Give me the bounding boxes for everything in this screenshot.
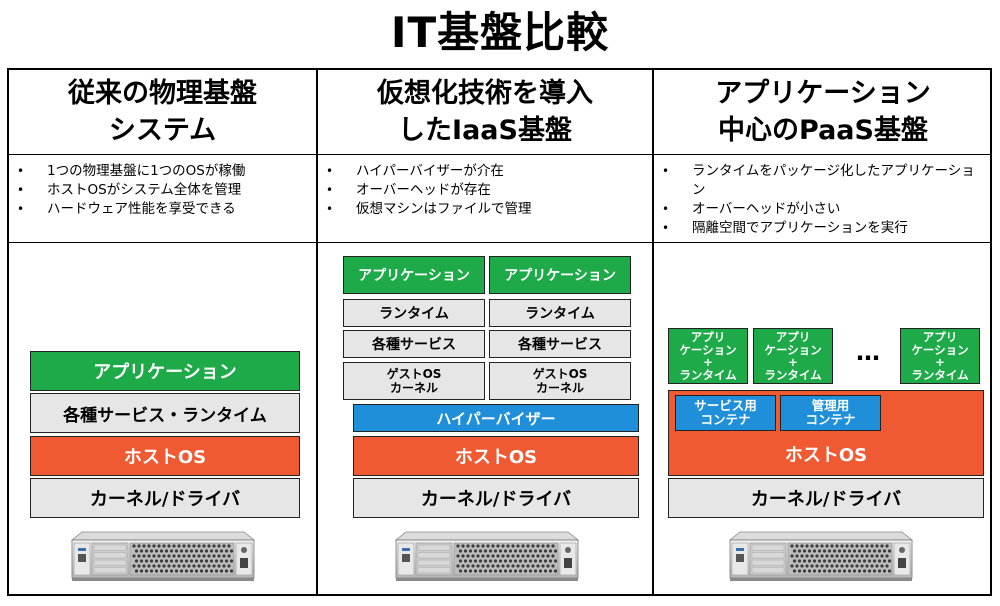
server-icon — [726, 526, 916, 590]
app-runtime-package: アプリ ケーション + ランタイム — [753, 328, 833, 384]
list-item: 隔離空間でアプリケーションを実行 — [654, 219, 992, 238]
column-heading: 仮想化技術を導入 したIaaS基盤 — [318, 70, 652, 154]
app-label: ケーション — [764, 342, 822, 357]
heading-line: システム — [108, 115, 217, 146]
heading-line: 仮想化技術を導入 — [377, 78, 593, 109]
container-label: サービス用 — [694, 398, 757, 413]
column-paas: アプリケーション 中心のPaaS基盤 ランタイムをパッケージ化したアプリケーショ… — [654, 70, 992, 594]
heading-line: 従来の物理基盤 — [68, 78, 257, 109]
feature-list: ハイパーバイザーが介在 オーバーヘッドが存在 仮想マシンはファイルで管理 — [318, 156, 652, 242]
column-iaas: 仮想化技術を導入 したIaaS基盤 ハイパーバイザーが介在 オーバーヘッドが存在… — [318, 70, 652, 594]
column-divider — [652, 70, 654, 594]
host-os-layer: ホストOS — [353, 436, 639, 476]
row-divider — [9, 154, 990, 155]
app-runtime-package: アプリ ケーション + ランタイム — [900, 328, 980, 384]
kernel-driver-layer: カーネル/ドライバ — [668, 478, 984, 518]
vm-application-layer: アプリケーション — [343, 256, 485, 294]
column-heading: 従来の物理基盤 システム — [9, 70, 316, 154]
vm-runtime-layer: ランタイム — [489, 299, 631, 327]
app-label: + — [703, 355, 713, 369]
app-label: アプリ — [922, 330, 958, 344]
column-physical: 従来の物理基盤 システム 1つの物理基盤に1つのOSが稼働 ホストOSがシステム… — [9, 70, 316, 594]
app-label: + — [788, 355, 798, 369]
list-item: オーバーヘッドが存在 — [318, 181, 652, 200]
app-label: アプリ — [775, 330, 811, 344]
app-runtime-package: アプリ ケーション + ランタイム — [668, 328, 748, 384]
list-item: 仮想マシンはファイルで管理 — [318, 200, 652, 219]
heading-line: 中心のPaaS基盤 — [718, 115, 928, 146]
hypervisor-layer: ハイパーバイザー — [353, 404, 639, 432]
ellipsis: … — [856, 338, 882, 366]
column-divider — [316, 70, 318, 594]
guest-os-label: カーネル — [389, 381, 438, 395]
services-runtime-layer: 各種サービス・ランタイム — [30, 393, 300, 433]
feature-list: ランタイムをパッケージ化したアプリケーション オーバーヘッドが小さい 隔離空間で… — [654, 156, 992, 242]
comparison-table: 従来の物理基盤 システム 1つの物理基盤に1つのOSが稼働 ホストOSがシステム… — [7, 68, 992, 596]
vm-application-layer: アプリケーション — [489, 256, 631, 294]
list-item: ホストOSがシステム全体を管理 — [9, 181, 316, 200]
guest-os-label: カーネル — [535, 381, 584, 395]
container-label: コンテナ — [700, 412, 751, 427]
column-heading: アプリケーション 中心のPaaS基盤 — [654, 70, 992, 154]
app-label: アプリ — [690, 330, 726, 344]
management-container: 管理用 コンテナ — [780, 395, 881, 431]
app-label: ケーション — [679, 342, 737, 357]
container-label: 管理用 — [811, 398, 850, 413]
app-label: ランタイム — [764, 367, 822, 382]
guest-os-label: ゲストOS — [386, 367, 442, 381]
heading-line: したIaaS基盤 — [398, 115, 572, 146]
vm-runtime-layer: ランタイム — [343, 299, 485, 327]
server-icon — [392, 526, 582, 590]
list-item: ハイパーバイザーが介在 — [318, 162, 652, 181]
server-icon — [68, 526, 258, 590]
feature-list: 1つの物理基盤に1つのOSが稼働 ホストOSがシステム全体を管理 ハードウェア性… — [9, 156, 316, 242]
kernel-driver-layer: カーネル/ドライバ — [30, 478, 300, 518]
service-container: サービス用 コンテナ — [675, 395, 776, 431]
list-item: 1つの物理基盤に1つのOSが稼働 — [9, 162, 316, 181]
vm-services-layer: 各種サービス — [343, 330, 485, 358]
vm-guest-os-layer: ゲストOS カーネル — [343, 362, 485, 400]
app-label: ランタイム — [911, 367, 969, 382]
guest-os-label: ゲストOS — [532, 367, 588, 381]
heading-line: アプリケーション — [715, 78, 931, 109]
app-label: ケーション — [911, 342, 969, 357]
container-label: コンテナ — [805, 412, 856, 427]
list-item: ハードウェア性能を享受できる — [9, 200, 316, 219]
vm-guest-os-layer: ゲストOS カーネル — [489, 362, 631, 400]
vm-services-layer: 各種サービス — [489, 330, 631, 358]
app-label: ランタイム — [679, 367, 737, 382]
list-item: ランタイムをパッケージ化したアプリケーション — [654, 162, 992, 200]
row-divider — [9, 242, 990, 243]
host-os-layer: ホストOS — [30, 436, 300, 476]
application-layer: アプリケーション — [30, 351, 300, 391]
page-title: IT基盤比較 — [390, 8, 610, 57]
app-label: + — [935, 355, 945, 369]
kernel-driver-layer: カーネル/ドライバ — [353, 478, 639, 518]
list-item: オーバーヘッドが小さい — [654, 200, 992, 219]
